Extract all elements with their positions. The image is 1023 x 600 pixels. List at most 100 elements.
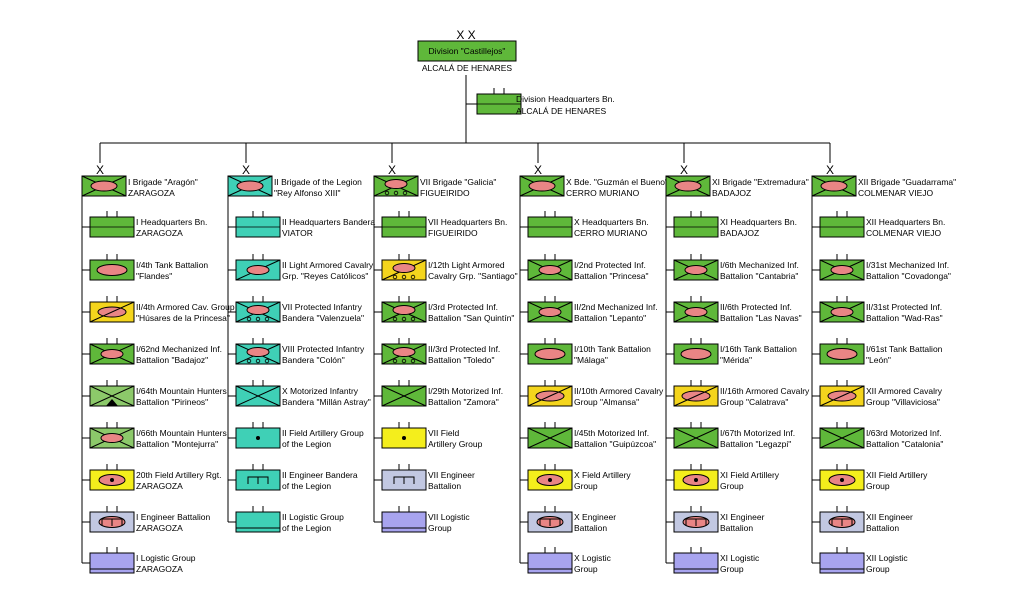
division-echelon: X X <box>456 28 475 42</box>
unit-location: Battalion "Guipúzcoa" <box>574 439 656 449</box>
cavalry-slash-icon <box>527 385 573 407</box>
wheel-icon <box>410 316 416 322</box>
brigade-location: BADAJOZ <box>712 188 751 198</box>
brigade-name: I Brigade "Aragón" <box>128 177 198 187</box>
unit-location: "Mérida" <box>720 355 752 365</box>
unit-name: II/3rd Protected Inf. <box>428 344 500 354</box>
unit-location: "Húsares de la Princesa" <box>136 313 230 323</box>
unit-name: II Engineer Bandera <box>282 470 358 480</box>
armor-oval-icon <box>684 307 708 317</box>
mountain-icon <box>106 399 118 406</box>
unit-name: XI Engineer <box>720 512 765 522</box>
unit-frame <box>819 552 865 574</box>
wheel-icon <box>401 274 407 280</box>
unit-location: Group <box>866 481 890 491</box>
unit-location: Battalion "Cantabria" <box>720 271 798 281</box>
unit-node: I Headquarters Bn.ZARAGOZA <box>82 211 207 238</box>
unit-frame <box>673 552 719 574</box>
engineer-icon <box>831 518 853 526</box>
unit-location: Cavalry Grp. "Santiago" <box>428 271 518 281</box>
armor-oval-icon <box>534 348 566 360</box>
unit-location: Group "Calatrava" <box>720 397 788 407</box>
unit-name: X Engineer <box>574 512 616 522</box>
unit-node: II/31st Protected Inf.Battalion "Wad-Ras… <box>812 296 943 323</box>
unit-name: I/3rd Protected Inf. <box>428 302 498 312</box>
unit-location: Group <box>428 523 452 533</box>
unit-location: Group "Almansa" <box>574 397 639 407</box>
unit-location: FIGUEIRIDO <box>428 228 478 238</box>
unit-location: Battalion "Catalonia" <box>866 439 943 449</box>
armor-oval-icon <box>392 305 416 315</box>
brigade-location: COLMENAR VIEJO <box>858 188 933 198</box>
unit-name: VII Protected Infantry <box>282 302 363 312</box>
brigade-location: ZARAGOZA <box>128 188 175 198</box>
unit-node: I/61st Tank Battalion"León" <box>812 338 943 365</box>
armor-oval-icon <box>100 433 124 443</box>
division-name: Division "Castillejos" <box>429 46 506 56</box>
unit-name: I Logistic Group <box>136 553 196 563</box>
artillery-dot-icon <box>110 478 114 482</box>
brigade-location: CERRO MURIANO <box>566 188 640 198</box>
wheel-icon <box>255 316 261 322</box>
unit-location: Battalion <box>720 523 753 533</box>
unit-node: I/29th Motorized Inf.Battalion "Zamora" <box>374 380 503 407</box>
armor-oval-icon <box>538 307 562 317</box>
unit-name: I/31st Mechanized Inf. <box>866 260 949 270</box>
unit-location: Battalion "Wad-Ras" <box>866 313 943 323</box>
unit-name: II/10th Armored Cavalry <box>574 386 664 396</box>
unit-location: Group "Villaviciosa" <box>866 397 940 407</box>
infantry-cross-icon <box>235 385 281 407</box>
brigade-name: XII Brigade "Guadarrama" <box>858 177 956 187</box>
unit-name: I/6th Mechanized Inf. <box>720 260 799 270</box>
unit-name: VII Headquarters Bn. <box>428 217 507 227</box>
armor-oval-icon <box>96 264 128 276</box>
unit-name: II/31st Protected Inf. <box>866 302 942 312</box>
armor-oval-icon <box>684 265 708 275</box>
unit-location: Battalion "Las Navas" <box>720 313 802 323</box>
unit-name: II/4th Armored Cav. Group <box>136 302 235 312</box>
infantry-cross-icon <box>89 385 135 407</box>
wheel-icon <box>384 190 390 196</box>
engineer-icon <box>101 518 123 526</box>
artillery-dot-icon <box>402 436 406 440</box>
unit-name: II/6th Protected Inf. <box>720 302 792 312</box>
unit-name: I/63rd Motorized Inf. <box>866 428 942 438</box>
armor-oval-icon <box>384 179 408 189</box>
artillery-dot-icon <box>548 478 552 482</box>
unit-location: Group <box>574 564 598 574</box>
unit-name: I Engineer Battalion <box>136 512 210 522</box>
unit-node: XII Headquarters Bn.COLMENAR VIEJO <box>812 211 945 238</box>
unit-location: ZARAGOZA <box>136 523 183 533</box>
unit-name: VII Engineer <box>428 470 475 480</box>
unit-location: Grp. "Reyes Católicos" <box>282 271 368 281</box>
unit-name: VIII Protected Infantry <box>282 344 365 354</box>
unit-location: Battalion "Princesa" <box>574 271 649 281</box>
unit-name: XI Logistic <box>720 553 760 563</box>
armor-oval-icon <box>830 307 854 317</box>
wheel-icon <box>264 358 270 364</box>
unit-name: X Headquarters Bn. <box>574 217 649 227</box>
unit-location: of the Legion <box>282 523 331 533</box>
armor-oval-icon <box>830 265 854 275</box>
unit-node: I/10th Tank Battalion"Málaga" <box>520 338 651 365</box>
unit-location: of the Legion <box>282 439 331 449</box>
unit-name: XII Headquarters Bn. <box>866 217 945 227</box>
brigade-name: II Brigade of the Legion <box>274 177 362 187</box>
unit-location: Bandera "Valenzuela" <box>282 313 364 323</box>
unit-location: Battalion "Pirineos" <box>136 397 208 407</box>
wheel-icon <box>393 190 399 196</box>
unit-name: I/10th Tank Battalion <box>574 344 651 354</box>
